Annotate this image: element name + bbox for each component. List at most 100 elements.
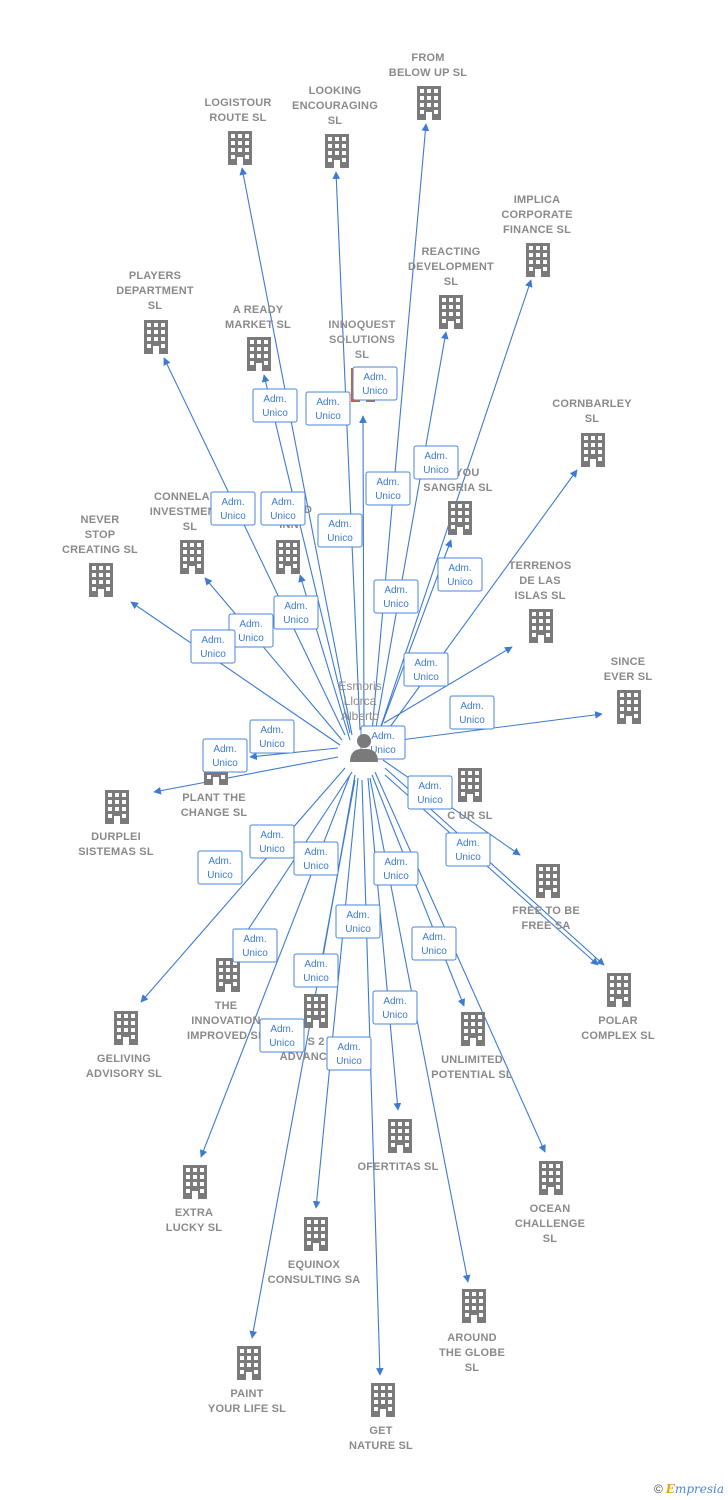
role-badge-ocean-challenge[interactable]: Adm.Unico xyxy=(411,926,457,961)
role-label: Adm. xyxy=(304,959,327,970)
role-label: Adm. xyxy=(263,394,286,405)
role-badge-around-the-globe[interactable]: Adm.Unico xyxy=(372,990,418,1025)
company-label-line: SANGRIA SL xyxy=(423,482,493,494)
role-badge-innoquest-solutions[interactable]: Adm.Unico xyxy=(317,513,363,548)
company-label-line: ROUTE SL xyxy=(209,112,266,124)
building-icon xyxy=(439,295,463,329)
company-label-line: FROM xyxy=(411,52,444,64)
role-badge-extra-lucky[interactable]: Adm.Unico xyxy=(232,928,278,963)
role-label: Adm. xyxy=(260,830,283,841)
company-label-line: CORNBARLEY xyxy=(552,398,632,410)
role-badge-looking-encouraging[interactable]: Adm.Unico xyxy=(305,391,351,426)
role-label: Unico xyxy=(283,615,309,626)
footer-brand[interactable]: ©Empresia xyxy=(654,1482,724,1496)
role-label: Unico xyxy=(270,511,296,522)
role-badge-never-stop-creating[interactable]: Adm.Unico xyxy=(190,629,236,664)
role-badge-equinox-consulting[interactable]: Adm.Unico xyxy=(293,953,339,988)
role-label: Adm. xyxy=(424,451,447,462)
building-icon xyxy=(536,864,560,898)
role-badge-terrenos-de-las-islas[interactable]: Adm.Unico xyxy=(403,652,449,687)
building-icon xyxy=(180,540,204,574)
role-badge-advance[interactable]: Adm.Unico xyxy=(293,841,339,876)
company-node-ofertitas[interactable]: OFERTITAS SL xyxy=(357,1119,438,1173)
brand-initial: E xyxy=(665,1482,675,1496)
building-icon xyxy=(304,1217,328,1251)
role-label: Unico xyxy=(362,386,388,397)
building-icon xyxy=(216,958,240,992)
role-badge-a-ready-market[interactable]: Adm.Unico xyxy=(210,491,256,526)
role-badge-the-innovation-improved[interactable]: Adm.Unico xyxy=(249,824,295,859)
person-name-line: Alberto xyxy=(341,709,379,723)
role-label: Unico xyxy=(327,533,353,544)
edge-layer xyxy=(130,123,605,1376)
role-label: Unico xyxy=(383,599,409,610)
role-badge-paint-your-life[interactable]: Adm.Unico xyxy=(259,1018,305,1053)
role-label: Unico xyxy=(259,739,285,750)
company-label-line: FREE TO BE xyxy=(512,905,580,917)
role-label: Adm. xyxy=(271,497,294,508)
role-badge-cornbarley[interactable]: Adm.Unico xyxy=(437,557,483,592)
building-icon xyxy=(526,243,550,277)
role-badge-conneland-investments[interactable]: Adm.Unico xyxy=(228,613,274,648)
role-badge-unlimited-potential[interactable]: Adm.Unico xyxy=(373,851,419,886)
company-label-line: GELIVING xyxy=(97,1053,151,1065)
role-badge-reacting-development[interactable]: Adm.Unico xyxy=(365,471,411,506)
role-badge-ofertitas[interactable]: Adm.Unico xyxy=(335,904,381,939)
role-badge-since-ever[interactable]: Adm.Unico xyxy=(449,695,495,730)
role-badge-logistour-route[interactable]: Adm.Unico xyxy=(252,388,298,423)
role-badge-plant-the-change[interactable]: Adm.Unico xyxy=(249,719,295,754)
role-badge-players-department[interactable]: Adm. Unico xyxy=(260,491,306,526)
edge-equinox-consulting xyxy=(312,777,359,1209)
role-badge-geliving-advisory[interactable]: Adm.Unico xyxy=(197,850,243,885)
company-node-cafeteur[interactable]: C UR SL xyxy=(447,768,493,822)
edge-players-department xyxy=(163,357,346,736)
edge-unlimited-potential xyxy=(371,774,466,1007)
company-label-line: LOOKING xyxy=(309,85,362,97)
role-layer: Adm.UnicoAdm.UnicoAdm.UnicoAdm.UnicoAdm.… xyxy=(190,366,495,1071)
role-badge-expand[interactable]: Adm.Unico xyxy=(273,595,319,630)
role-badge-implica-corporate[interactable]: Adm.Unico xyxy=(413,445,459,480)
company-label-line: ENCOURAGING xyxy=(292,100,378,112)
role-badge-polar-complex[interactable]: Adm.Unico xyxy=(407,775,453,810)
edge-extra-lucky xyxy=(199,774,351,1158)
role-label: Adm. xyxy=(448,563,471,574)
role-badge-from-below-up[interactable]: Adm.Unico xyxy=(352,366,398,401)
role-label: Unico xyxy=(417,795,443,806)
role-badge-free-to-be-free[interactable]: Adm.Unico xyxy=(445,832,491,867)
role-badge-durplei-sistemas[interactable]: Adm.Unico xyxy=(202,738,248,773)
role-badge-beyou[interactable]: Adm.Unico xyxy=(373,579,419,614)
role-label: Unico xyxy=(269,1038,295,1049)
role-label: Unico xyxy=(336,1056,362,1067)
company-label-line: SL xyxy=(444,276,459,288)
role-label: Adm. xyxy=(346,910,369,921)
company-label-line: FINANCE SL xyxy=(503,224,571,236)
role-badge-get-nature[interactable]: Adm.Unico xyxy=(326,1036,372,1071)
